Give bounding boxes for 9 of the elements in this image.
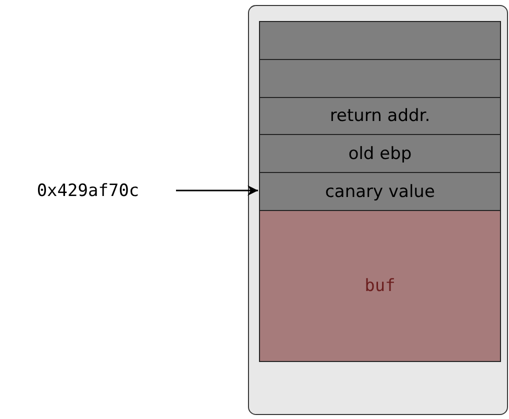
address-label: 0x429af70c	[2, 178, 174, 204]
stack-frame	[248, 5, 508, 415]
stack-slot: canary value	[259, 172, 501, 211]
stack-slot	[259, 21, 501, 60]
stack-slot: return addr.	[259, 97, 501, 135]
stack-slot: old ebp	[259, 134, 501, 173]
buffer-region: buf	[259, 210, 501, 362]
stack-slot	[259, 59, 501, 98]
arrow	[176, 185, 258, 196]
